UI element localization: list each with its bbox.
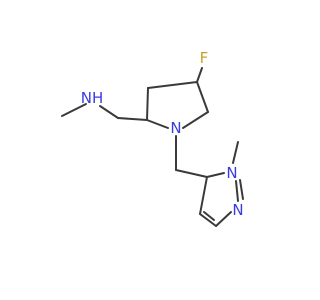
molecule-diagram: F NH N N N bbox=[61, 49, 244, 227]
bond-ch2-nh bbox=[99, 105, 119, 119]
bond-n2pz-c3pz bbox=[215, 211, 232, 227]
bond-c2-n1 bbox=[146, 119, 169, 129]
bond-c3pz-c4pz-double bbox=[203, 211, 215, 221]
fluorine-label: F bbox=[200, 49, 209, 67]
bond-n1-c5 bbox=[182, 111, 209, 129]
bond-c3-c2 bbox=[146, 87, 149, 121]
amine-nh-label: NH bbox=[81, 89, 104, 107]
bond-c5pz-n1pz bbox=[206, 172, 225, 178]
pyrazole-n2-label: N bbox=[232, 201, 243, 219]
bond-c4-c3 bbox=[147, 81, 198, 89]
bond-nh-ch3 bbox=[61, 103, 87, 117]
bond-n1pz-methyl bbox=[232, 141, 239, 164]
bond-n1pz-n2pz-double bbox=[239, 179, 244, 200]
bonds bbox=[61, 67, 244, 227]
pyrrolidine-nitrogen-label: N bbox=[170, 119, 181, 137]
bond-n1pz-n2pz bbox=[235, 180, 239, 202]
bond-c3pz-c4pz bbox=[199, 213, 217, 227]
bond-c5-c4 bbox=[196, 81, 209, 113]
structure-canvas: F NH N N N bbox=[61, 49, 244, 227]
bond-c2-ch2 bbox=[117, 117, 148, 121]
bond-c4-f bbox=[196, 67, 203, 83]
bond-ch2-c5pz bbox=[175, 169, 208, 178]
bond-c4pz-c5pz bbox=[199, 176, 208, 215]
pyrazole-n1-label: N bbox=[226, 164, 237, 182]
